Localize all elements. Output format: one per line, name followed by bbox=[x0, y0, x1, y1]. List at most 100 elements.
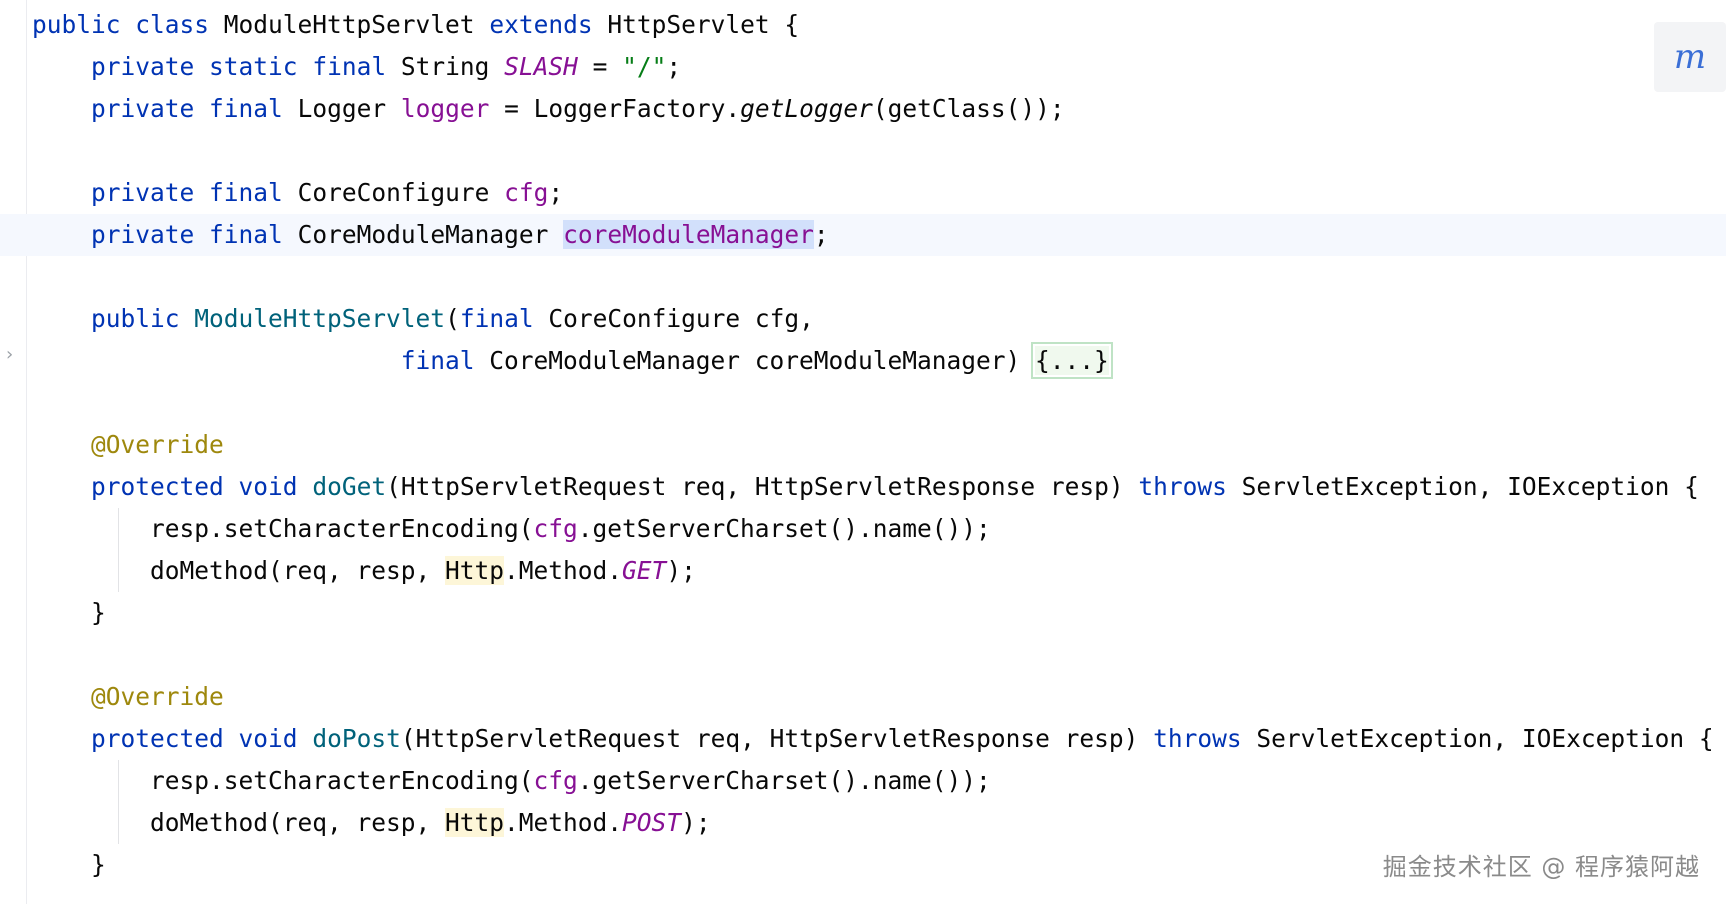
code-line[interactable]: private final CoreModuleManager coreModu… bbox=[0, 214, 1726, 256]
maven-reload-button[interactable]: m bbox=[1654, 22, 1726, 92]
code-line[interactable]: private final Logger logger = LoggerFact… bbox=[32, 88, 1726, 130]
code-token: ModuleHttpServlet bbox=[194, 304, 446, 333]
code-token: final bbox=[312, 52, 387, 81]
code-line[interactable]: } bbox=[32, 592, 1726, 634]
code-token bbox=[194, 52, 209, 81]
code-token: = bbox=[577, 52, 623, 81]
code-token: .Method. bbox=[504, 556, 623, 585]
code-token: void bbox=[238, 724, 298, 753]
code-token: ( bbox=[445, 304, 460, 333]
folded-code-block[interactable]: {...} bbox=[1031, 342, 1113, 379]
code-token: ; bbox=[548, 178, 564, 207]
code-token: @Override bbox=[91, 682, 224, 711]
code-token: doMethod(req, resp, bbox=[32, 808, 446, 837]
code-line[interactable]: protected void doPost(HttpServletRequest… bbox=[32, 718, 1726, 760]
code-token: public bbox=[91, 304, 180, 333]
code-line[interactable]: resp.setCharacterEncoding(cfg.getServerC… bbox=[32, 508, 1726, 550]
code-token bbox=[194, 220, 209, 249]
code-token: } bbox=[32, 850, 106, 879]
code-token: protected bbox=[91, 724, 224, 753]
code-token bbox=[298, 724, 313, 753]
code-token: class bbox=[135, 10, 210, 39]
code-token: resp.setCharacterEncoding( bbox=[32, 514, 534, 543]
code-line[interactable]: final CoreModuleManager coreModuleManage… bbox=[32, 340, 1726, 382]
indent-guide bbox=[118, 802, 119, 844]
code-token: CoreConfigure bbox=[282, 178, 505, 207]
code-token: doMethod(req, resp, bbox=[32, 556, 446, 585]
code-token: cfg bbox=[533, 766, 578, 795]
code-token bbox=[32, 472, 91, 501]
watermark: 掘金技术社区 @ 程序猿阿越 bbox=[1382, 853, 1700, 881]
code-token: .Method. bbox=[504, 808, 623, 837]
code-token bbox=[180, 304, 195, 333]
indent-guide bbox=[118, 508, 119, 550]
code-line[interactable]: @Override bbox=[32, 424, 1726, 466]
code-line[interactable]: protected void doGet(HttpServletRequest … bbox=[32, 466, 1726, 508]
code-line[interactable]: resp.setCharacterEncoding(cfg.getServerC… bbox=[32, 760, 1726, 802]
code-token: ; bbox=[813, 220, 829, 249]
code-token: Logger bbox=[282, 94, 401, 123]
code-token: void bbox=[238, 472, 298, 501]
code-token: CoreModuleManager coreModuleManager) bbox=[474, 346, 1036, 375]
code-token bbox=[298, 52, 313, 81]
code-token bbox=[32, 220, 91, 249]
code-line[interactable]: private static final String SLASH = "/"; bbox=[32, 46, 1726, 88]
code-line[interactable] bbox=[32, 256, 1726, 298]
code-token: (HttpServletRequest req, HttpServletResp… bbox=[386, 472, 1139, 501]
code-line[interactable]: public ModuleHttpServlet(final CoreConfi… bbox=[32, 298, 1726, 340]
code-token: ServletException, IOException { bbox=[1226, 472, 1699, 501]
indent-guide bbox=[118, 760, 119, 802]
code-token bbox=[194, 94, 209, 123]
code-line[interactable]: private final CoreConfigure cfg; bbox=[32, 172, 1726, 214]
code-line[interactable]: } bbox=[32, 844, 1726, 886]
code-token bbox=[32, 346, 401, 375]
code-token: final bbox=[209, 220, 283, 249]
code-token: (HttpServletRequest req, HttpServletResp… bbox=[400, 724, 1154, 753]
code-token bbox=[32, 52, 91, 81]
code-line[interactable]: doMethod(req, resp, Http.Method.POST); bbox=[32, 802, 1726, 844]
code-token: doGet bbox=[312, 472, 387, 501]
code-line[interactable] bbox=[32, 130, 1726, 172]
code-token: public bbox=[32, 10, 121, 39]
code-token: final bbox=[209, 94, 283, 123]
code-token bbox=[32, 304, 91, 333]
code-token: ); bbox=[666, 556, 696, 585]
code-token: final bbox=[400, 346, 475, 375]
fold-expand-icon[interactable]: › bbox=[6, 344, 14, 365]
code-line[interactable]: @Override bbox=[32, 676, 1726, 718]
indent-guide bbox=[118, 550, 119, 592]
code-line[interactable]: doMethod(req, resp, Http.Method.GET); bbox=[32, 550, 1726, 592]
code-token: String bbox=[386, 52, 505, 81]
code-token: GET bbox=[622, 556, 667, 585]
code-token bbox=[224, 472, 239, 501]
code-token: "/" bbox=[622, 52, 667, 81]
code-token: getLogger bbox=[740, 94, 873, 123]
code-token bbox=[224, 724, 239, 753]
code-token: POST bbox=[622, 808, 682, 837]
code-token: ModuleHttpServlet bbox=[209, 10, 490, 39]
code-token: (getClass()); bbox=[872, 94, 1065, 123]
code-token: .getServerCharset().name()); bbox=[577, 514, 991, 543]
code-line[interactable]: public class ModuleHttpServlet extends H… bbox=[32, 4, 1726, 46]
code-token: cfg bbox=[504, 178, 549, 207]
code-token: Http bbox=[445, 808, 505, 837]
code-line[interactable] bbox=[32, 634, 1726, 676]
code-token: ServletException, IOException { bbox=[1241, 724, 1714, 753]
code-token: logger bbox=[400, 94, 490, 123]
code-line[interactable] bbox=[32, 382, 1726, 424]
code-token: private bbox=[91, 94, 195, 123]
editor-gutter: › bbox=[0, 0, 27, 904]
code-token: ; bbox=[666, 52, 682, 81]
code-token: } bbox=[32, 598, 106, 627]
code-token bbox=[32, 682, 91, 711]
code-token: extends bbox=[489, 10, 593, 39]
code-editor[interactable]: public class ModuleHttpServlet extends H… bbox=[0, 4, 1726, 886]
code-token bbox=[32, 94, 91, 123]
code-token bbox=[298, 472, 313, 501]
code-token: private bbox=[91, 220, 195, 249]
code-token: static bbox=[209, 52, 298, 81]
code-token: doPost bbox=[312, 724, 401, 753]
code-token: private bbox=[91, 52, 195, 81]
code-token: SLASH bbox=[504, 52, 578, 81]
code-token: protected bbox=[91, 472, 224, 501]
